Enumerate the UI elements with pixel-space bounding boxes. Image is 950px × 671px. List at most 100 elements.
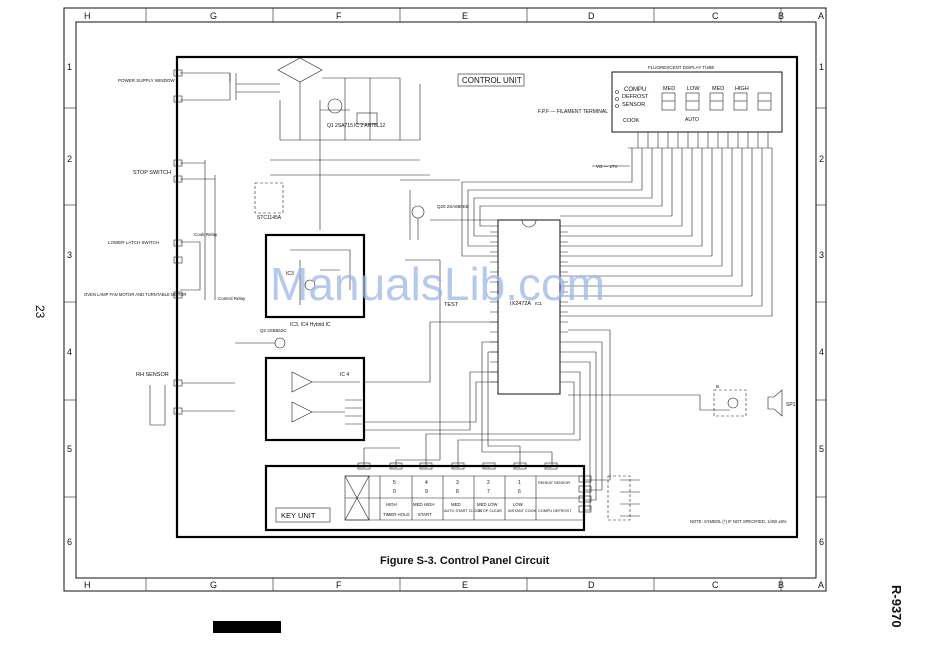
bottom-letter: E bbox=[462, 580, 468, 590]
power-label: LOW bbox=[687, 86, 700, 92]
ic3-tag: IC3 bbox=[286, 271, 294, 277]
oven-lamp-label: OVEN LAMP FAN MOTOR AND TURNTABLE MOTOR bbox=[84, 292, 186, 297]
key-digit: 3 bbox=[456, 480, 459, 486]
side-number-right: 1 bbox=[819, 62, 824, 72]
display-header: FLUORESCENT DISPLAY TUBE bbox=[648, 65, 714, 70]
display-label: COOK bbox=[623, 118, 640, 124]
speaker-label: SP1 bbox=[786, 402, 796, 408]
side-number-left: 3 bbox=[67, 250, 72, 260]
top-letter: F bbox=[336, 11, 342, 21]
connector-label: D-6 bbox=[453, 465, 459, 469]
power-label: MED bbox=[712, 86, 724, 92]
power-supply-label: POWER SUPPLY WINDOW bbox=[118, 78, 175, 83]
resistor-network bbox=[607, 475, 631, 521]
key-digit: 7 bbox=[487, 489, 490, 495]
top-letter: D bbox=[588, 11, 595, 21]
ic3-ic4-label: IC3, IC4 Hybrid IC bbox=[290, 322, 331, 328]
top-letter: C bbox=[712, 11, 719, 21]
lower-latch-label: LOWER LATCH SWITCH bbox=[108, 240, 159, 245]
key-function: TIMER HOLD bbox=[383, 512, 410, 517]
q1-label: Q1 2SA715 bbox=[327, 123, 353, 129]
side-number-left: 5 bbox=[67, 444, 72, 454]
bottom-letter: B bbox=[778, 580, 784, 590]
vg-label: VG — 27V bbox=[596, 164, 618, 169]
connector-label: C-1 bbox=[546, 465, 552, 469]
key-digit: 0 bbox=[393, 489, 396, 495]
left-connectors: POWER SUPPLY WINDOW STOP SWITCH LOWER LA… bbox=[84, 69, 246, 426]
key-digit: 2 bbox=[487, 480, 490, 486]
fip-label: F.P.F — FILAMENT TERMINAL bbox=[538, 109, 608, 115]
key-power: MED LOW bbox=[477, 502, 498, 507]
connector-label: C-3 bbox=[421, 465, 427, 469]
ic4-tag: IC 4 bbox=[340, 372, 349, 378]
key-power: LOW bbox=[513, 502, 524, 507]
key-power: MED bbox=[451, 502, 461, 507]
bottom-letter: H bbox=[84, 580, 91, 590]
rh-sensor-label: RH SENSOR bbox=[136, 372, 169, 378]
key-unit-label: KEY UNIT bbox=[281, 511, 316, 520]
bottom-letter: G bbox=[210, 580, 217, 590]
key-digit: 8 bbox=[456, 489, 459, 495]
cook-relay-label: Cook Relay bbox=[194, 232, 218, 237]
buzzer-speaker: B SP1 bbox=[713, 384, 796, 417]
key-unit: KEY UNIT 5 4 3 2 1 0 9 8 7 6 HIGH MED HI… bbox=[264, 462, 592, 532]
model-code: R-9370 bbox=[889, 585, 904, 628]
power-label: MED bbox=[663, 86, 675, 92]
bottom-letter: F bbox=[336, 580, 342, 590]
side-number-left: 2 bbox=[67, 154, 72, 164]
ic1-microcontroller: IC1 IX2472A bbox=[490, 219, 568, 395]
bottom-letter: C bbox=[712, 580, 719, 590]
key-digit: 6 bbox=[518, 489, 521, 495]
ic2-label: IC 2 AN78L12 bbox=[354, 123, 385, 129]
display-bus bbox=[461, 148, 773, 317]
connector-label: D-7 bbox=[515, 465, 521, 469]
key-digit: 9 bbox=[425, 489, 428, 495]
figure-caption: Figure S-3. Control Panel Circuit bbox=[380, 555, 550, 567]
black-tab bbox=[213, 621, 281, 633]
ic1-tag: IC1 bbox=[535, 301, 543, 306]
control-unit-label-box bbox=[457, 73, 525, 87]
display-label: COMPU bbox=[624, 87, 646, 93]
note-text: NOTE: SYMBOL (*) IF NOT SPECIFIED, 1/4W … bbox=[690, 519, 787, 524]
fluorescent-display: FLUORESCENT DISPLAY TUBE COMPU DEFROST S… bbox=[611, 65, 783, 149]
side-number-left: 1 bbox=[67, 62, 72, 72]
side-number-right: 4 bbox=[819, 347, 824, 357]
stop-switch-label: STOP SWITCH bbox=[133, 170, 171, 176]
top-letter: A bbox=[818, 11, 824, 21]
control-unit-label: CONTROL UNIT bbox=[462, 76, 522, 85]
stc-label: STC1145A bbox=[257, 215, 282, 221]
ic1-part: IX2472A bbox=[510, 301, 531, 307]
display-label: SENSOR bbox=[622, 102, 645, 108]
power-supply-circuit bbox=[180, 57, 430, 300]
power-label: HIGH bbox=[735, 86, 749, 92]
bottom-letter: A bbox=[818, 580, 824, 590]
key-right: REHEAT SENSOR bbox=[538, 481, 570, 485]
side-number-right: 2 bbox=[819, 154, 824, 164]
buzzer-label: B bbox=[716, 384, 719, 389]
key-digit: 5 bbox=[393, 480, 396, 486]
watermark: ManualsLib.com bbox=[270, 258, 605, 310]
key-function: START bbox=[418, 512, 432, 517]
q20-region bbox=[400, 179, 500, 290]
key-power: MED HIGH bbox=[413, 502, 435, 507]
top-letter: G bbox=[210, 11, 217, 21]
side-number-left: 6 bbox=[67, 537, 72, 547]
key-digit: 1 bbox=[518, 480, 521, 486]
connector-label: C-2 bbox=[484, 465, 490, 469]
stc-box bbox=[254, 182, 284, 214]
test-label: TEST bbox=[444, 302, 459, 308]
connector-label: C-4 bbox=[359, 465, 365, 469]
connector-label: D-5 bbox=[391, 465, 397, 469]
top-letter: E bbox=[462, 11, 468, 21]
bottom-letter: D bbox=[588, 580, 595, 590]
side-number-right: 5 bbox=[819, 444, 824, 454]
display-auto: AUTO bbox=[685, 117, 699, 123]
page-number: 23 bbox=[33, 305, 47, 319]
side-number-left: 4 bbox=[67, 347, 72, 357]
ic3-hybrid: IC3 IC3, IC4 Hybrid IC bbox=[264, 233, 366, 328]
display-label: DEFROST bbox=[622, 94, 649, 100]
sheet-frame: H G F E D C B A H G F E D C B A 1 2 3 4 … bbox=[63, 7, 827, 592]
control-relay-label: Control Relay bbox=[218, 296, 246, 301]
q2-label: Q2 2SB562C bbox=[260, 328, 287, 333]
